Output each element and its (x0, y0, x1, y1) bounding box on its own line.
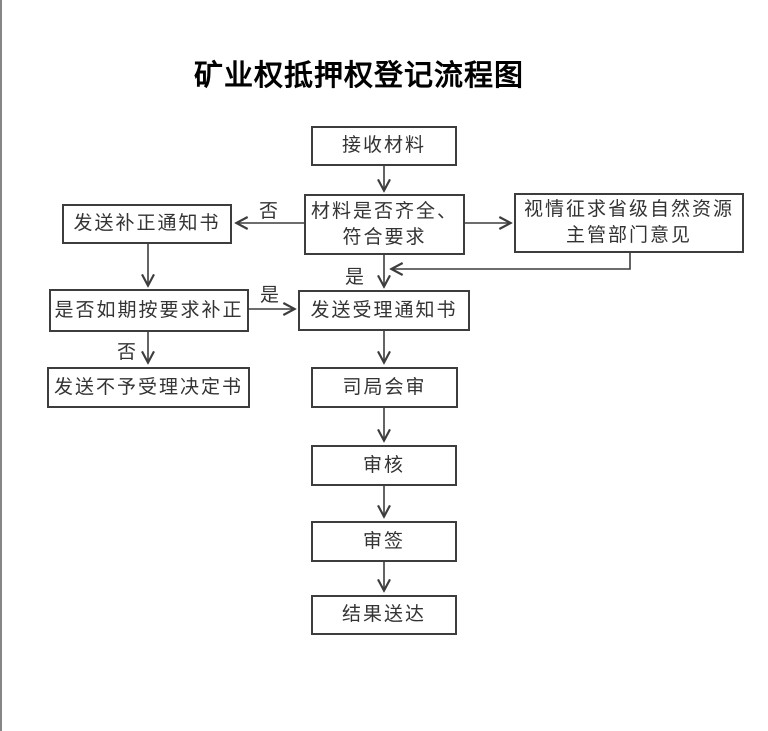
node-label: 发送不予受理决定书 (53, 376, 243, 398)
edge-label-check-no: 否 (259, 201, 279, 222)
node-label: 接收材料 (341, 135, 426, 157)
node-label: 审签 (362, 530, 405, 552)
node-receive-materials: 接收材料 (311, 126, 457, 166)
node-label: 司局会审 (342, 376, 427, 398)
node-correction-on-time: 是否如期按要求补正 (49, 289, 249, 332)
node-label: 发送受理通知书 (310, 299, 458, 321)
node-label: 结果送达 (341, 604, 426, 626)
node-send-correction-notice: 发送补正通知书 (62, 204, 232, 244)
node-send-rejection-decision: 发送不予受理决定书 (47, 367, 250, 408)
node-label-line1: 视情征求省级自然资源 (523, 199, 734, 221)
node-consult-provincial: 视情征求省级自然资源 主管部门意见 (514, 193, 744, 253)
node-review: 审核 (311, 445, 457, 486)
node-dept-joint-review: 司局会审 (311, 367, 458, 408)
edge-label-check-yes: 是 (345, 267, 365, 288)
node-label-line2: 主管部门意见 (565, 225, 692, 246)
node-label-line2: 符合要求 (342, 226, 427, 248)
node-label: 审核 (362, 454, 405, 476)
page-title: 矿业权抵押权登记流程图 (193, 60, 524, 92)
node-send-acceptance-notice: 发送受理通知书 (298, 290, 470, 331)
edge-label-correction-yes: 是 (260, 285, 280, 306)
node-materials-check: 材料是否齐全、 符合要求 (304, 194, 465, 255)
node-result-delivery: 结果送达 (311, 595, 457, 635)
edge-consult-feedback (392, 253, 631, 269)
node-label: 是否如期按要求补正 (54, 299, 244, 321)
node-sign-approval: 审签 (311, 521, 457, 562)
node-label: 发送补正通知书 (73, 213, 221, 235)
node-label-line1: 材料是否齐全、 (310, 200, 458, 222)
edge-label-correction-no: 否 (117, 342, 137, 363)
